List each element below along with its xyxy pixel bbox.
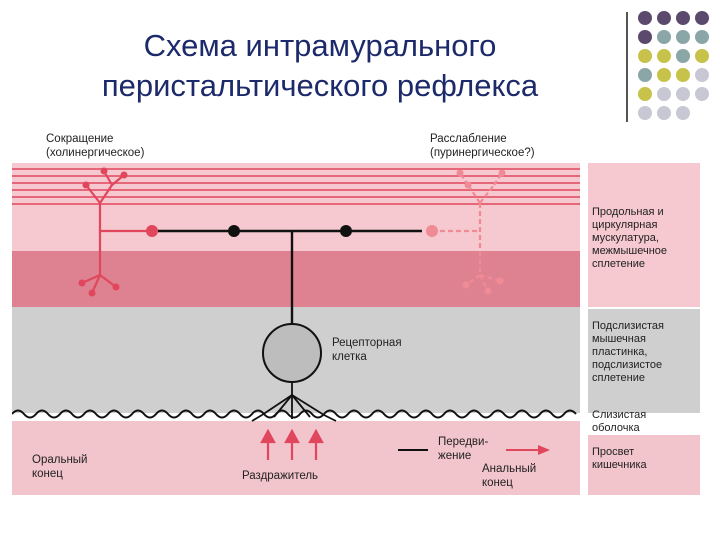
legend-lumen-line-2: кишечника [592, 459, 648, 471]
title-line-1: Схема интрамурального [143, 28, 497, 63]
movement-label-2: жение [438, 450, 471, 462]
lumen-layer [12, 421, 580, 495]
anal-end-label: Анальный [482, 463, 536, 475]
legend-swatch-lumen [588, 435, 700, 495]
relaxation-label: Расслабление [430, 133, 507, 145]
legend-muscle-line-3: мускулатура, [592, 232, 659, 244]
dot-row-5 [638, 87, 709, 101]
receptor-cell-body [262, 323, 322, 383]
receptor-dendrites [251, 382, 337, 422]
synapse-markers [228, 225, 352, 237]
legend-swatch-mucosa [588, 413, 700, 435]
relaxation-type-label: (пуринергическое?) [430, 147, 535, 159]
purinergic-terminals [426, 169, 506, 295]
legend-muscle-line-4: межмышечное [592, 245, 667, 257]
legend-swatch-submucosa [588, 309, 700, 413]
interneuron-axons [158, 229, 422, 325]
contraction-type-label: (холинергическое) [46, 147, 145, 159]
receptor-cell-label-2: клетка [332, 351, 367, 363]
title-divider [626, 12, 628, 122]
peristaltic-reflex-diagram: Сокращение (холинергическое) Расслаблени… [12, 133, 700, 495]
movement-arrow [398, 445, 550, 455]
legend-muscle-line-5: сплетение [592, 258, 645, 270]
title-line-2: перистальтического рефлекса [101, 68, 539, 103]
oral-end-label-2: конец [32, 468, 63, 480]
dot-row-6 [638, 106, 690, 120]
legend-muscle-line-2: циркулярная [592, 219, 657, 231]
dot-row-2 [638, 30, 709, 44]
receptor-cell-label: Рецепторная [332, 337, 402, 349]
dot-row-4 [638, 68, 709, 82]
legend-submucosa-line-2: мышечная [592, 333, 646, 345]
legend-lumen-line-1: Просвет [592, 446, 634, 458]
anal-end-label-2: конец [482, 477, 513, 489]
legend-mucosa-line-2: оболочка [592, 422, 640, 434]
stimulus-label: Раздражитель [242, 470, 318, 482]
contraction-label: Сокращение [46, 133, 113, 145]
legend-submucosa-line-3: пластинка, [592, 346, 647, 358]
stimulus-arrows [260, 428, 324, 460]
decorative-dot-grid [638, 11, 709, 120]
slide-title: Схема интрамурального перистальтического… [40, 26, 600, 106]
movement-label: Передви- [438, 436, 488, 448]
dot-row-1 [638, 11, 709, 25]
legend-submucosa-line-4: подслизистое [592, 359, 662, 371]
cholinergic-terminals [78, 167, 158, 297]
dot-row-3 [638, 49, 709, 63]
legend-submucosa-line-1: Подслизистая [592, 320, 664, 332]
mucosa-wavy-line [12, 409, 577, 419]
legend-submucosa-line-5: сплетение [592, 372, 645, 384]
legend-swatch-muscle [588, 163, 700, 307]
legend-muscle-line-1: Продольная и [592, 206, 664, 218]
oral-end-label: Оральный [32, 454, 87, 466]
legend-mucosa-line-1: Слизистая [592, 409, 646, 421]
